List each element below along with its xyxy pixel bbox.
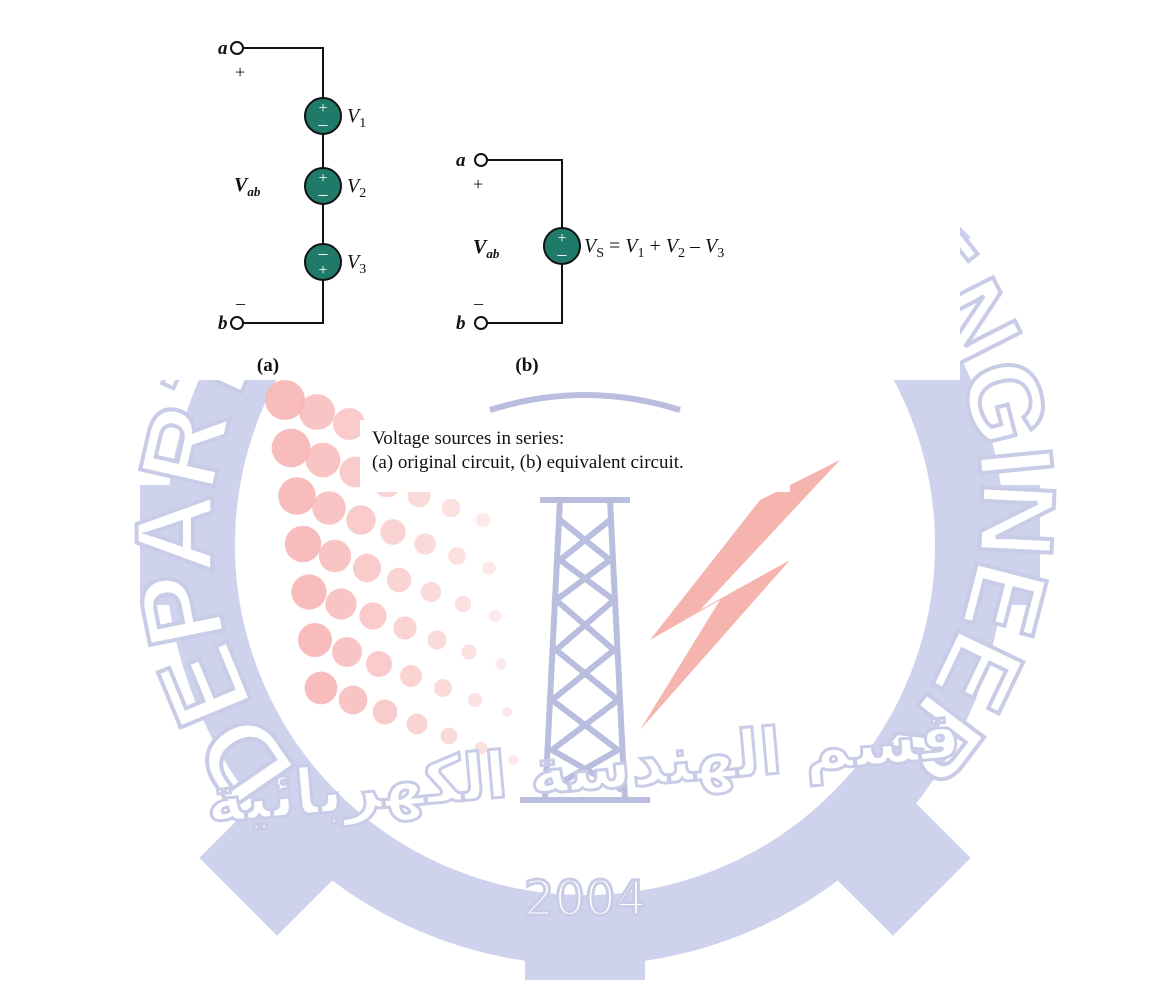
decorative-dot — [338, 685, 368, 715]
circuit-a-v1-label: V1 — [347, 105, 366, 131]
v2-top-sign: + — [318, 170, 327, 187]
decorative-dot — [475, 512, 491, 528]
circuit-a-minus-sign: – — [235, 293, 246, 313]
decorative-dot — [372, 699, 398, 725]
decorative-dot — [305, 442, 341, 478]
decorative-dot — [332, 637, 362, 667]
decorative-dot — [420, 581, 442, 603]
decorative-dot — [434, 679, 452, 697]
decorative-dot — [461, 644, 477, 660]
circuit-a-wires — [230, 41, 324, 330]
decorative-dot — [386, 567, 412, 593]
decorative-dot — [352, 553, 382, 583]
year-text: 2004 — [524, 871, 646, 927]
circuit-b-plus-sign: + — [473, 174, 483, 194]
decorative-dot — [265, 380, 305, 420]
decorative-dot — [474, 741, 488, 755]
circuit-b-vs-equation: VS = V1 + V2 – V3 — [584, 235, 724, 261]
circuit-b-terminal-a: a — [456, 150, 466, 171]
lightning-bolt-icon — [640, 460, 840, 730]
decorative-dot — [488, 609, 502, 623]
voltage-source-v3: – + — [304, 243, 342, 281]
circuit-a-terminal-b: b — [218, 313, 228, 334]
decorative-dot — [359, 602, 387, 630]
transmission-tower-icon — [489, 392, 681, 803]
circuit-b-caption-label: (b) — [515, 355, 538, 376]
decorative-dot — [284, 525, 322, 563]
decorative-dot — [278, 477, 316, 515]
decorative-dot — [414, 533, 436, 555]
caption-line-1: Voltage sources in series: — [372, 428, 565, 449]
decorative-dot — [298, 623, 332, 657]
decorative-dot — [325, 588, 357, 620]
vs-bottom-sign: – — [557, 244, 568, 264]
circuit-a-plus-sign: + — [235, 62, 245, 82]
decorative-dot — [448, 547, 466, 565]
caption-line-2: (a) original circuit, (b) equivalent cir… — [372, 452, 684, 473]
decorative-dot — [508, 755, 518, 765]
decorative-dot — [380, 519, 406, 545]
dot-pattern — [265, 380, 518, 765]
v3-top-sign: – — [318, 243, 329, 263]
circuit-figure-panel: + – + – – + a + b – Vab V1 V2 V3 (a) + –… — [0, 0, 960, 380]
circuit-b-terminal-b: b — [456, 313, 466, 334]
circuit-a-v2-label: V2 — [347, 175, 366, 201]
circuit-a-vab-label: Vab — [234, 174, 261, 199]
v1-top-sign: + — [318, 100, 327, 117]
circuit-b-minus-sign: – — [473, 293, 484, 313]
v1-bottom-sign: – — [318, 114, 329, 134]
decorative-dot — [318, 539, 352, 573]
v2-bottom-sign: – — [318, 184, 329, 204]
decorative-dot — [495, 658, 507, 670]
v3-bottom-sign: + — [318, 262, 327, 279]
decorative-dot — [427, 630, 447, 650]
decorative-dot — [468, 693, 482, 707]
circuit-a-terminal-a: a — [218, 38, 228, 59]
decorative-dot — [291, 574, 327, 610]
decorative-dot — [346, 505, 376, 535]
decorative-dot — [393, 616, 417, 640]
decorative-dot — [406, 713, 428, 735]
circuit-a-caption-label: (a) — [257, 355, 279, 376]
circuit-b-wires — [474, 153, 563, 330]
decorative-dot — [299, 394, 335, 430]
decorative-dot — [440, 727, 458, 745]
voltage-source-v2: + – — [304, 167, 342, 205]
voltage-source-vs: + – — [543, 227, 581, 265]
decorative-dot — [333, 408, 365, 440]
decorative-dot — [482, 561, 496, 575]
decorative-dot — [312, 491, 346, 525]
vs-top-sign: + — [557, 230, 566, 247]
circuit-a-v3-label: V3 — [347, 251, 366, 277]
decorative-dot — [400, 665, 422, 687]
voltage-source-v1: + – — [304, 97, 342, 135]
figure-caption: Voltage sources in series: (a) original … — [360, 420, 790, 492]
decorative-dot — [502, 707, 512, 717]
decorative-dot — [454, 595, 472, 613]
decorative-dot — [304, 671, 338, 705]
decorative-dot — [271, 428, 311, 468]
decorative-dot — [366, 651, 392, 677]
decorative-dot — [441, 498, 461, 518]
circuit-b-vab-label: Vab — [473, 236, 500, 261]
